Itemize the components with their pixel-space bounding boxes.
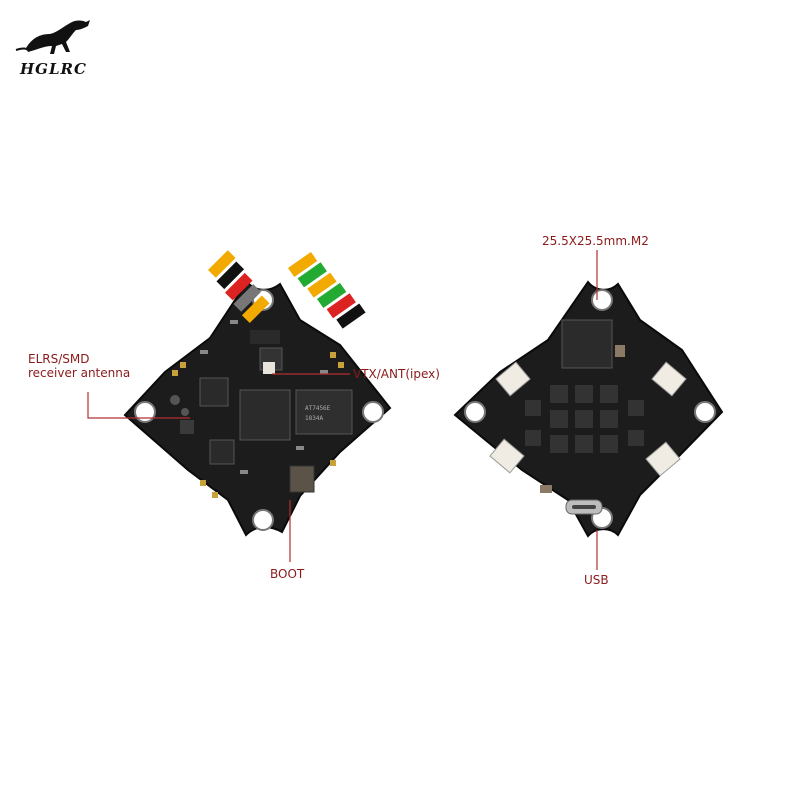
callout-elrs-line2: receiver antenna — [28, 366, 131, 380]
callout-boot: BOOT — [270, 567, 305, 581]
logo-text: HGLRC — [20, 60, 87, 78]
callout-vtx: VTX/ANT(ipex) — [353, 367, 440, 381]
callout-usb: USB — [584, 573, 609, 587]
left-flight-controller: AT7456E 1834A — [87, 250, 392, 562]
callout-elrs-antenna: ELRS/SMD receiver antenna — [28, 352, 130, 380]
svg-text:AT7456E: AT7456E — [305, 405, 331, 412]
svg-text:1834A: 1834A — [305, 415, 323, 422]
callout-size: 25.5X25.5mm.M2 — [542, 234, 649, 248]
dinosaur-logo-icon — [15, 20, 90, 54]
right-flight-controller — [453, 250, 724, 570]
brand-logo: HGLRC — [6, 8, 102, 78]
callout-elrs-line1: ELRS/SMD — [28, 352, 90, 366]
